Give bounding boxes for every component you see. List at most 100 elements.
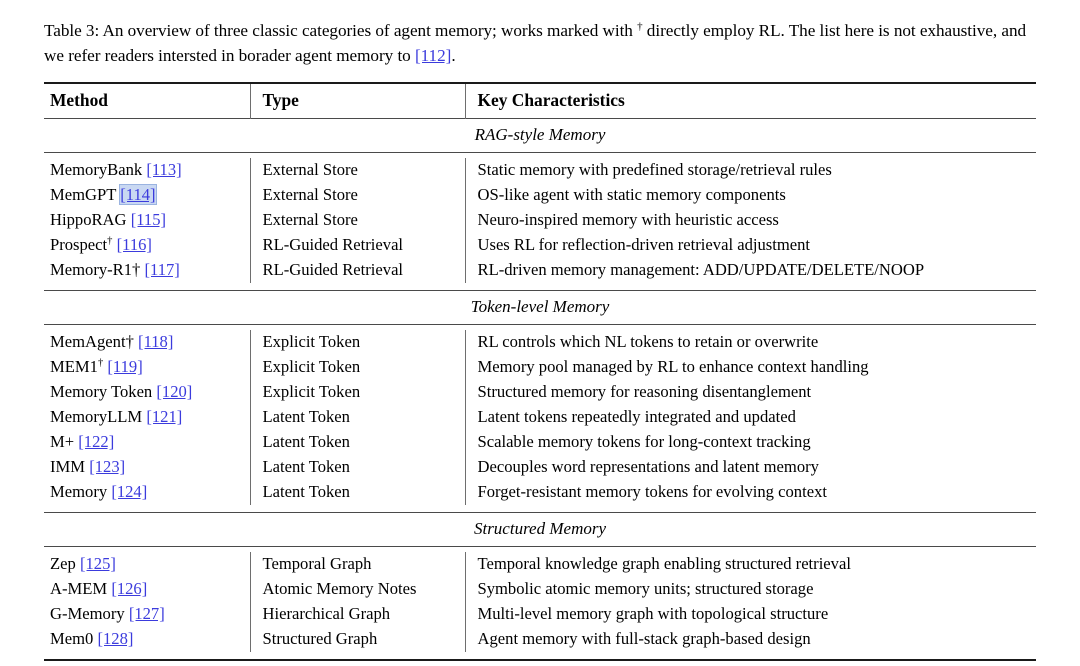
section-header-row: Structured Memory (44, 513, 1036, 547)
cell-type: Latent Token (249, 454, 465, 480)
cell-key-characteristics: Uses RL for reflection-driven retrieval … (464, 232, 1036, 258)
cell-key-characteristics: Static memory with predefined storage/re… (464, 158, 1036, 183)
citation-link[interactable]: [113] (146, 160, 182, 180)
dagger-symbol: † (107, 235, 113, 247)
citation-link[interactable]: [126] (111, 578, 148, 598)
cell-type: Explicit Token (249, 329, 465, 355)
citation-link[interactable]: [121] (146, 406, 183, 426)
cell-key-characteristics: Scalable memory tokens for long-context … (464, 429, 1036, 455)
cell-key-characteristics: Agent memory with full-stack graph-based… (464, 626, 1036, 652)
cell-type: Structured Graph (249, 626, 465, 652)
cell-key-characteristics: RL controls which NL tokens to retain or… (464, 329, 1036, 355)
section-header-row: Token-level Memory (44, 291, 1036, 325)
cell-method: MemoryLLM [121] (44, 405, 250, 430)
method-name: Memory (50, 481, 108, 501)
cell-type: Latent Token (249, 429, 465, 455)
table-caption: Table 3: An overview of three classic ca… (44, 18, 1036, 68)
cell-type: RL-Guided Retrieval (249, 232, 465, 258)
citation-link[interactable]: [128] (97, 628, 134, 648)
column-header-key-characteristics: Key Characteristics (464, 84, 1036, 119)
cell-key-characteristics: Symbolic atomic memory units; structured… (464, 576, 1036, 602)
cell-method: A-MEM [126] (44, 577, 250, 602)
citation-link[interactable]: [118] (138, 332, 174, 352)
method-name: MemoryLLM (50, 406, 143, 426)
citation-link[interactable]: [120] (156, 381, 193, 401)
table-bottom-rule (44, 658, 1036, 662)
method-name: MEM1 (50, 357, 98, 376)
method-name: Memory-R1 (50, 260, 133, 280)
caption-text-part4: . (451, 46, 456, 65)
citation-link[interactable]: [114] (120, 185, 156, 205)
dagger-symbol: † (97, 357, 104, 369)
citation-link[interactable]: [119] (107, 357, 143, 376)
dagger-symbol: † (125, 332, 134, 352)
cell-type: Temporal Graph (249, 551, 465, 577)
citation-link[interactable]: [123] (89, 456, 126, 476)
cell-method: MemGPT [114] (44, 183, 250, 208)
method-name: Prospect (50, 235, 108, 255)
table-spacer-cell (44, 283, 1036, 291)
cell-type: Hierarchical Graph (249, 601, 465, 627)
table-spacer-cell (44, 652, 1036, 660)
table-spacer-cell (44, 505, 1036, 513)
cell-type: RL-Guided Retrieval (249, 257, 465, 283)
citation-link[interactable]: [116] (116, 235, 152, 255)
citation-link-112[interactable]: [112] (414, 46, 452, 65)
cell-type: External Store (249, 207, 465, 233)
section-label: Token-level Memory (470, 296, 610, 316)
citation-link[interactable]: [127] (128, 603, 165, 623)
table-spacer (44, 505, 1036, 513)
cell-method: Memory-R1† [117] (44, 258, 250, 283)
cell-key-characteristics: Multi-level memory graph with topologica… (464, 601, 1036, 627)
cell-key-characteristics: Latent tokens repeatedly integrated and … (464, 404, 1036, 430)
citation-link[interactable]: [124] (111, 481, 148, 501)
cell-method: Memory [124] (44, 480, 250, 505)
cell-method: Zep [125] (44, 552, 250, 577)
table-spacer (44, 652, 1036, 660)
section-bottom-rule-line (44, 511, 1036, 513)
section-top-rule-line (44, 324, 1036, 325)
cell-key-characteristics: RL-driven memory management: ADD/UPDATE/… (464, 257, 1036, 283)
section-label: RAG-style Memory (474, 125, 606, 144)
method-name: M+ (50, 431, 75, 451)
section-bottom-rule-line (44, 290, 1036, 291)
method-name: MemoryBank (50, 160, 143, 180)
section-label: Structured Memory (473, 518, 607, 538)
cell-method: M+ [122] (44, 430, 250, 455)
column-header-method: Method (50, 90, 108, 110)
citation-link[interactable]: [115] (130, 210, 167, 230)
section-bottom-rule (44, 511, 1036, 513)
method-name: G-Memory (50, 603, 125, 623)
cell-type: External Store (249, 158, 465, 183)
cell-method: G-Memory [127] (44, 602, 250, 627)
section-top-rule-line (44, 152, 1036, 153)
cell-method: MemoryBank [113] (44, 158, 250, 183)
cell-method: Mem0 [128] (44, 627, 250, 652)
cell-key-characteristics: Temporal knowledge graph enabling struct… (464, 551, 1036, 577)
citation-link[interactable]: [117] (144, 260, 180, 280)
cell-method: Memory Token [120] (44, 380, 250, 405)
method-name: HippoRAG (50, 210, 127, 230)
method-name: Mem0 (50, 628, 94, 648)
cell-key-characteristics: Forget-resistant memory tokens for evolv… (464, 479, 1036, 505)
header-bottom-rule (44, 118, 1036, 119)
section-top-rule (44, 324, 1036, 325)
cell-key-characteristics: Structured memory for reasoning disentan… (464, 379, 1036, 405)
caption-text-part2: directly employ RL. (642, 21, 785, 40)
cell-type: Explicit Token (249, 379, 465, 405)
citation-link[interactable]: [125] (79, 553, 116, 573)
section-top-rule (44, 152, 1036, 153)
column-header-type: Type (249, 84, 465, 119)
citation-link[interactable]: [122] (78, 431, 115, 451)
